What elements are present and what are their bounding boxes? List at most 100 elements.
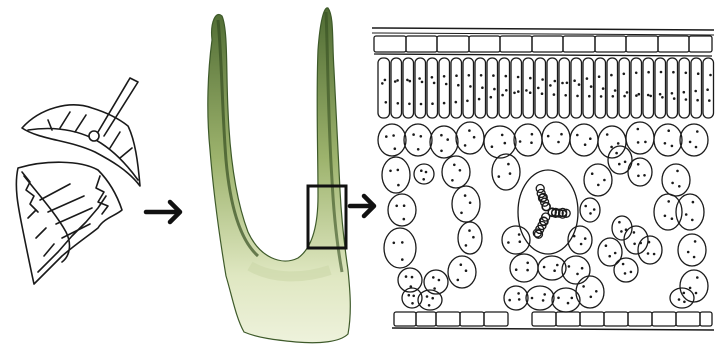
palisade-cell	[499, 58, 510, 118]
epidermis-cell	[416, 312, 436, 326]
spongy-cell	[654, 124, 682, 156]
epidermis-cell	[437, 36, 469, 52]
epidermis-cell	[595, 36, 626, 52]
epidermis-cell	[580, 312, 604, 326]
spongy-cell	[402, 288, 422, 308]
palisade-cell	[415, 58, 426, 118]
spongy-cell	[430, 126, 458, 158]
epidermis-cell	[394, 312, 416, 326]
spongy-cell	[570, 124, 598, 156]
palisade-cell	[378, 58, 390, 118]
palisade-cell	[487, 58, 498, 118]
spongy-cell	[456, 122, 484, 154]
spongy-cell	[526, 286, 554, 310]
epidermis-cell	[556, 312, 580, 326]
epidermis-cell	[604, 312, 628, 326]
spongy-cell	[680, 124, 708, 156]
epidermis-cell	[658, 36, 689, 52]
spongy-cell	[568, 226, 592, 254]
spongy-cell	[614, 258, 638, 282]
epidermis-cell	[689, 36, 712, 52]
micro-section-diagram	[372, 28, 714, 330]
spongy-cell	[676, 194, 704, 230]
epidermis-cell	[406, 36, 437, 52]
palisade-cell	[691, 58, 702, 118]
spongy-cell	[448, 256, 476, 288]
epidermis-cell	[563, 36, 595, 52]
palisade-cell	[571, 58, 582, 118]
palisade-cell	[583, 58, 594, 118]
palisade-cell	[463, 58, 474, 118]
spongy-cell	[670, 288, 694, 308]
spongy-cell	[580, 198, 600, 222]
palisade-cell	[535, 58, 546, 118]
palisade-cell	[559, 58, 570, 118]
palisade-cell	[475, 58, 486, 118]
epidermis-cell	[436, 312, 460, 326]
palisade-cell	[643, 58, 654, 118]
epidermis-cell	[374, 36, 406, 52]
palisade-cell	[511, 58, 522, 118]
spongy-cell	[492, 154, 520, 190]
palisade-cell	[547, 58, 558, 118]
epidermis-cell	[484, 312, 508, 326]
palisade-cell	[523, 58, 534, 118]
spongy-cell	[584, 164, 612, 196]
epidermis-cell	[652, 312, 676, 326]
spongy-cell	[384, 228, 416, 268]
lower-epidermis	[394, 312, 712, 326]
epidermis-cell	[469, 36, 500, 52]
leaf-drawing-panel	[16, 78, 140, 284]
vascular-bundle	[518, 170, 578, 254]
palisade-cell	[655, 58, 666, 118]
upper-epidermis	[374, 36, 712, 56]
spongy-cell	[442, 156, 470, 188]
spongy-cell	[624, 226, 648, 254]
spongy-cell	[404, 124, 432, 156]
palisade-cell	[427, 58, 438, 118]
spongy-cell	[598, 238, 622, 266]
spongy-cell	[654, 194, 682, 230]
arrow-right-icon	[350, 196, 374, 216]
epidermis-cell	[628, 312, 652, 326]
spongy-cell	[678, 234, 706, 266]
spongy-cell	[608, 146, 632, 174]
palisade-cell	[439, 58, 450, 118]
palisade-cell	[451, 58, 462, 118]
palisade-cell	[607, 58, 618, 118]
palisade-cell	[667, 58, 678, 118]
spongy-cell	[378, 124, 406, 156]
spongy-cell	[458, 222, 482, 254]
epidermis-cell	[626, 36, 658, 52]
epidermis-cell	[532, 36, 563, 52]
spongy-cell	[662, 164, 690, 196]
spongy-cell	[638, 236, 662, 264]
spongy-cell	[388, 194, 416, 226]
palisade-layer	[378, 58, 714, 118]
spongy-cell	[514, 124, 542, 156]
palisade-cell	[679, 58, 690, 118]
palisade-cell	[619, 58, 630, 118]
spongy-cell	[452, 186, 480, 222]
spongy-cell	[382, 157, 410, 193]
epidermis-cell	[676, 312, 700, 326]
epidermis-cell	[500, 36, 532, 52]
palisade-cell	[631, 58, 642, 118]
lower-leaf-icon	[16, 162, 122, 284]
spongy-cell	[542, 122, 570, 154]
spongy-cell	[414, 164, 434, 184]
spongy-cell	[626, 122, 654, 154]
epidermis-cell	[460, 312, 484, 326]
palisade-cell	[391, 58, 402, 118]
epidermis-cell	[700, 312, 712, 326]
palisade-cell	[703, 58, 714, 118]
upper-leaf-icon	[22, 78, 140, 186]
leaf-section-photo	[208, 8, 350, 343]
spongy-cell	[576, 276, 604, 308]
spongy-cell	[484, 126, 516, 158]
palisade-cell	[403, 58, 414, 118]
spongy-cell	[510, 254, 538, 282]
spongy-cell	[504, 286, 528, 310]
